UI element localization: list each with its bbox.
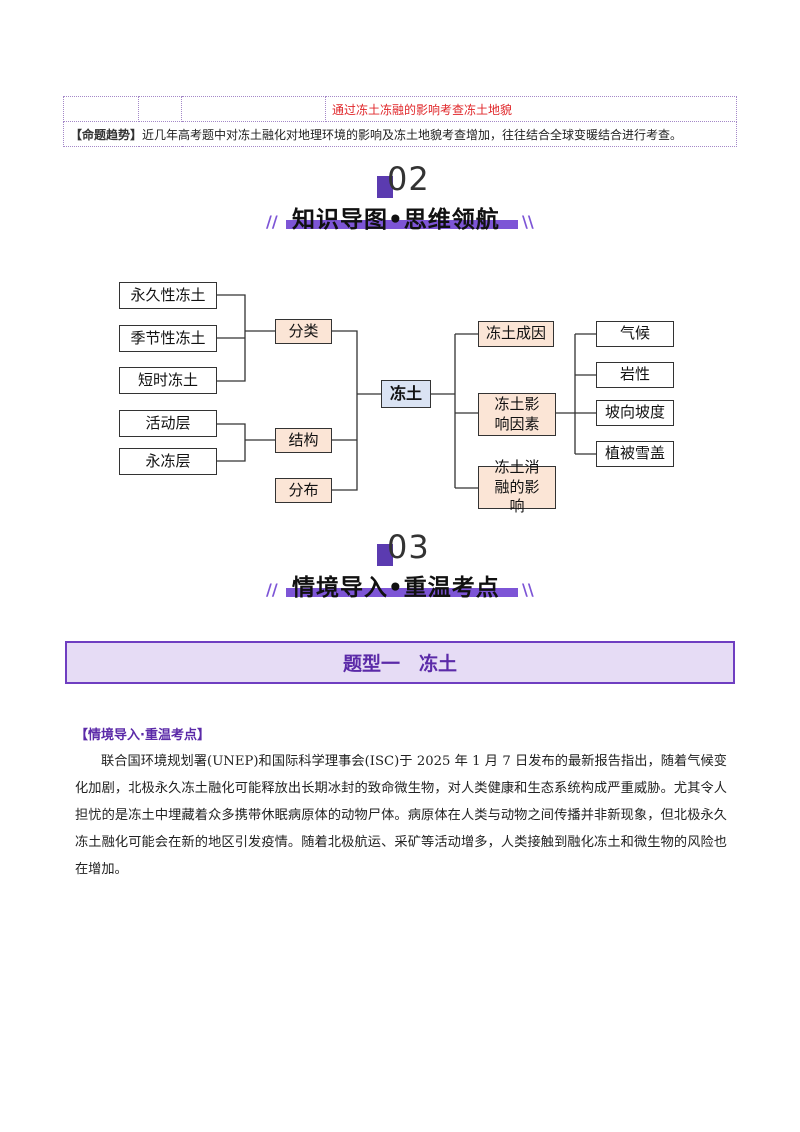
node-slope: 坡向坡度 [596,400,674,426]
decor-slashes-right: \\ [522,212,534,231]
node-classification: 分类 [275,319,332,344]
node-formation-cause: 冻土成因 [478,321,554,347]
title-underline [286,220,518,229]
node-short-frozen: 短时冻土 [119,367,217,394]
node-structure: 结构 [275,428,332,453]
intro-paragraph: 联合国环境规划署(UNEP)和国际科学理事会(ISC)于 2025 年 1 月 … [75,754,727,877]
section-title: 知识导图•思维领航 [292,207,500,233]
node-lithology: 岩性 [596,362,674,388]
exam-info-table: 通过冻土冻融的影响考查冻土地貌 【命题趋势】近几年高考题中对冻土融化对地理环境的… [63,96,737,147]
intro-label: 【情境导入·重温考点】 [75,728,210,743]
section-number: 03 [387,528,430,566]
node-thaw-impact: 冻土消融的影响 [478,458,556,515]
node-distribution: 分布 [275,478,332,503]
section-number: 02 [387,160,430,198]
section-number-accent [377,544,393,566]
node-center-frozen-soil: 冻土 [381,380,431,408]
section-number-accent [377,176,393,198]
section-title: 情境导入•重温考点 [292,575,500,601]
node-active-layer: 活动层 [119,410,217,437]
trend-label: 【命题趋势】 [70,127,143,142]
node-seasonal-frozen: 季节性冻土 [119,325,217,352]
decor-slashes-left: // [266,580,278,599]
node-permafrost-layer: 永冻层 [119,448,217,475]
trend-text: 近几年高考题中对冻土融化对地理环境的影响及冻土地貌考查增加，往往结合全球变暖结合… [142,127,683,142]
node-permanent-frozen: 永久性冻土 [119,282,217,309]
table-cell [181,96,326,122]
decor-slashes-right: \\ [522,580,534,599]
node-climate: 气候 [596,321,674,347]
node-influencing-factors: 冻土影响因素 [478,393,556,436]
title-underline [286,588,518,597]
question-type-banner: 题型一 冻土 [65,641,735,684]
node-vegetation-snow: 植被雪盖 [596,441,674,467]
decor-slashes-left: // [266,212,278,231]
trend-cell: 【命题趋势】近几年高考题中对冻土融化对地理环境的影响及冻土地貌考查增加，往往结合… [63,121,737,147]
